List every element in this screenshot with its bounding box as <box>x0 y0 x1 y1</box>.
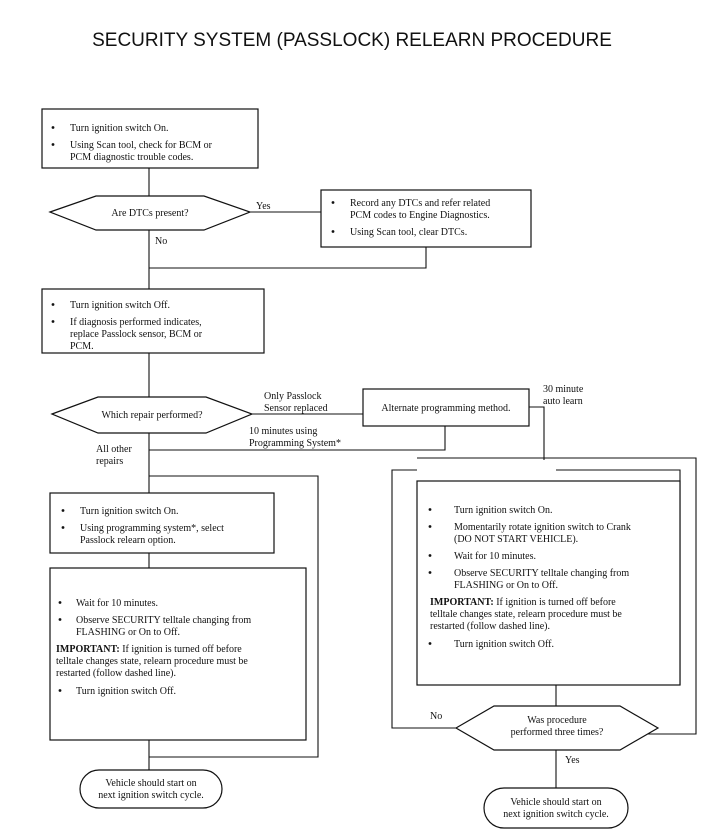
yes-label-dtc: Yes <box>256 201 271 212</box>
box1-item-2-line-1: Using Scan tool, check for BCM or <box>70 140 213 151</box>
box4-bullet-1 <box>58 601 62 604</box>
decision-dtcs-present-label: Are DTCs present? <box>111 208 189 219</box>
box3-item-1-line-1: Turn ignition switch On. <box>80 506 179 517</box>
ten-minutes-line-1: 10 minutes using <box>249 426 317 437</box>
box-dtc-bullet-2 <box>331 230 335 233</box>
box5-bullet-2 <box>428 525 432 528</box>
all-other-line-2: repairs <box>96 456 123 467</box>
box4-important-line-3: restarted (follow dashed line). <box>56 668 176 679</box>
step-ignition-off-box: Turn ignition switch Off. If diagnosis pe… <box>41 288 265 354</box>
end-right-line-2: next ignition switch cycle. <box>503 809 609 820</box>
yes-label-three-times: Yes <box>565 755 580 766</box>
alternate-programming-label: Alternate programming method. <box>381 403 510 414</box>
box3-bullet-2 <box>61 526 65 529</box>
box5-final-bullet-1 <box>428 642 432 645</box>
box2-item-2-line-3: PCM. <box>70 341 94 352</box>
box2-item-1-line-1: Turn ignition switch Off. <box>70 300 170 311</box>
box5-item-3-line-1: Wait for 10 minutes. <box>454 551 536 562</box>
no-label-three-times: No <box>430 711 442 722</box>
step-check-dtc-box: Turn ignition switch On. Using Scan tool,… <box>41 108 259 169</box>
box3-item-2-line-1: Using programming system*, select <box>80 523 224 534</box>
box4-important-line-2: telltale changes state, relearn procedur… <box>56 656 248 667</box>
box2-bullet-2 <box>51 320 55 323</box>
box1-item-2-line-2: PCM diagnostic trouble codes. <box>70 152 193 163</box>
box5-item-1-line-1: Turn ignition switch On. <box>454 505 553 516</box>
box5-important-line-2: telltale changes state, relearn procedur… <box>430 609 622 620</box>
box5-item-2-line-1: Momentarily rotate ignition switch to Cr… <box>454 522 631 533</box>
box5-important-label: IMPORTANT: <box>430 597 494 608</box>
box5-final-item-1-line-1: Turn ignition switch Off. <box>454 639 554 650</box>
alternate-programming-box: Alternate programming method. <box>362 388 530 427</box>
box4-final-bullet-1 <box>58 689 62 692</box>
box4-item-1-line-1: Wait for 10 minutes. <box>76 598 158 609</box>
end-right-line-1: Vehicle should start on <box>510 797 601 808</box>
box5-item-4-line-2: FLASHING or On to Off. <box>454 580 558 591</box>
only-passlock-line-2: Sensor replaced <box>264 403 328 414</box>
box1-item-1-line-1: Turn ignition switch On. <box>70 123 169 134</box>
box4-item-2-line-1: Observe SECURITY telltale changing from <box>76 615 251 626</box>
box4-important-label: IMPORTANT: <box>56 644 120 655</box>
box4-important-text: If ignition is turned off before <box>120 644 243 655</box>
page-title: SECURITY SYSTEM (PASSLOCK) RELEARN PROCE… <box>92 30 612 51</box>
decision-which-repair: Which repair performed? <box>50 396 254 434</box>
box5-bullet-1 <box>428 508 432 511</box>
step-programming-system-box: Turn ignition switch On. Using programmin… <box>49 492 275 554</box>
box5-bullet-3 <box>428 554 432 557</box>
box5-bullet-4 <box>428 571 432 574</box>
box5-important-line-3: restarted (follow dashed line). <box>430 621 550 632</box>
decision-three-times-line-2: performed three times? <box>511 727 604 738</box>
box4-final-item-1-line-1: Turn ignition switch Off. <box>76 686 176 697</box>
box-dtc-item-2-line-1: Using Scan tool, clear DTCs. <box>350 227 467 238</box>
box-dtc-bullet-1 <box>331 201 335 204</box>
step-wait-left-box: Wait for 10 minutes. Observe SECURITY tel… <box>49 567 307 741</box>
end-left-line-1: Vehicle should start on <box>105 778 196 789</box>
box5-important-text: If ignition is turned off before <box>494 597 617 608</box>
box2-item-2-line-1: If diagnosis performed indicates, <box>70 317 202 328</box>
box4-important-line-1: IMPORTANT: If ignition is turned off bef… <box>56 644 242 655</box>
box2-item-2-line-2: replace Passlock sensor, BCM or <box>70 329 203 340</box>
auto-learn-line-1: 30 minute <box>543 384 584 395</box>
decision-which-repair-label: Which repair performed? <box>101 410 203 421</box>
box3-bullet-1 <box>61 509 65 512</box>
box2-bullet-1 <box>51 303 55 306</box>
all-other-line-1: All other <box>96 444 132 455</box>
box1-bullet-1 <box>51 126 55 129</box>
decision-three-times-line-1: Was procedure <box>527 715 587 726</box>
box5-item-2-line-2: (DO NOT START VEHICLE). <box>454 534 578 545</box>
box5-item-4-line-1: Observe SECURITY telltale changing from <box>454 568 629 579</box>
box5-important-line-1: IMPORTANT: If ignition is turned off bef… <box>430 597 616 608</box>
end-left-line-2: next ignition switch cycle. <box>98 790 204 801</box>
box-dtc-item-1-line-2: PCM codes to Engine Diagnostics. <box>350 210 490 221</box>
box-dtc-item-1-line-1: Record any DTCs and refer related <box>350 198 490 209</box>
box3-item-2-line-2: Passlock relearn option. <box>80 535 176 546</box>
decision-dtcs-present: Are DTCs present? <box>48 195 252 231</box>
only-passlock-line-1: Only Passlock <box>264 391 322 402</box>
step-auto-learn-box: Turn ignition switch On. Momentarily rota… <box>416 480 681 686</box>
box1-bullet-2 <box>51 143 55 146</box>
no-label-dtc: No <box>155 236 167 247</box>
box4-bullet-2 <box>58 618 62 621</box>
ten-minutes-line-2: Programming System* <box>249 438 341 449</box>
auto-learn-line-2: auto learn <box>543 396 583 407</box>
box4-item-2-line-2: FLASHING or On to Off. <box>76 627 180 638</box>
